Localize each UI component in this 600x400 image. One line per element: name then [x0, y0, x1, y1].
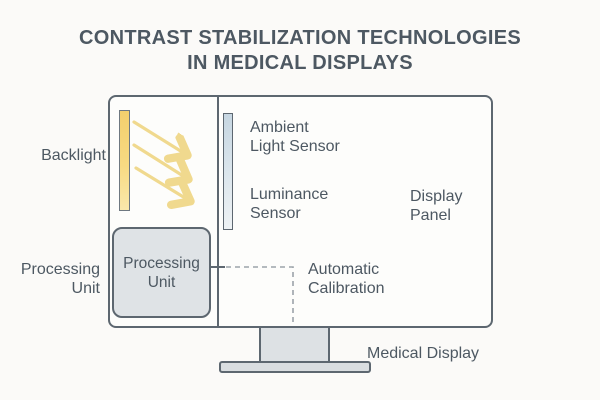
medical-display-label: Medical Display [367, 345, 480, 362]
sensor-strip-bar [223, 113, 233, 230]
page-title-line-1: CONTRAST STABILIZATION TECHNOLOGIES [79, 27, 521, 49]
panel-divider-line [217, 95, 219, 328]
display-panel-label: Display Panel [410, 188, 463, 224]
display-stand-base [219, 361, 371, 373]
processing-unit-label: Processing Unit [20, 261, 100, 297]
luminance-sensor-label: Luminance Sensor [250, 186, 329, 222]
backlight-bar [119, 110, 130, 211]
page-title: CONTRAST STABILIZATION TECHNOLOGIES IN M… [0, 26, 600, 76]
display-stand-neck [259, 328, 330, 363]
backlight-label: Backlight [41, 147, 106, 164]
ambient-light-sensor-label: Ambient Light Sensor [250, 119, 340, 155]
page-title-line-2: IN MEDICAL DISPLAYS [187, 52, 413, 74]
processing-unit-box: Processing Unit [112, 227, 211, 318]
automatic-calibration-label: Automatic Calibration [308, 261, 385, 297]
